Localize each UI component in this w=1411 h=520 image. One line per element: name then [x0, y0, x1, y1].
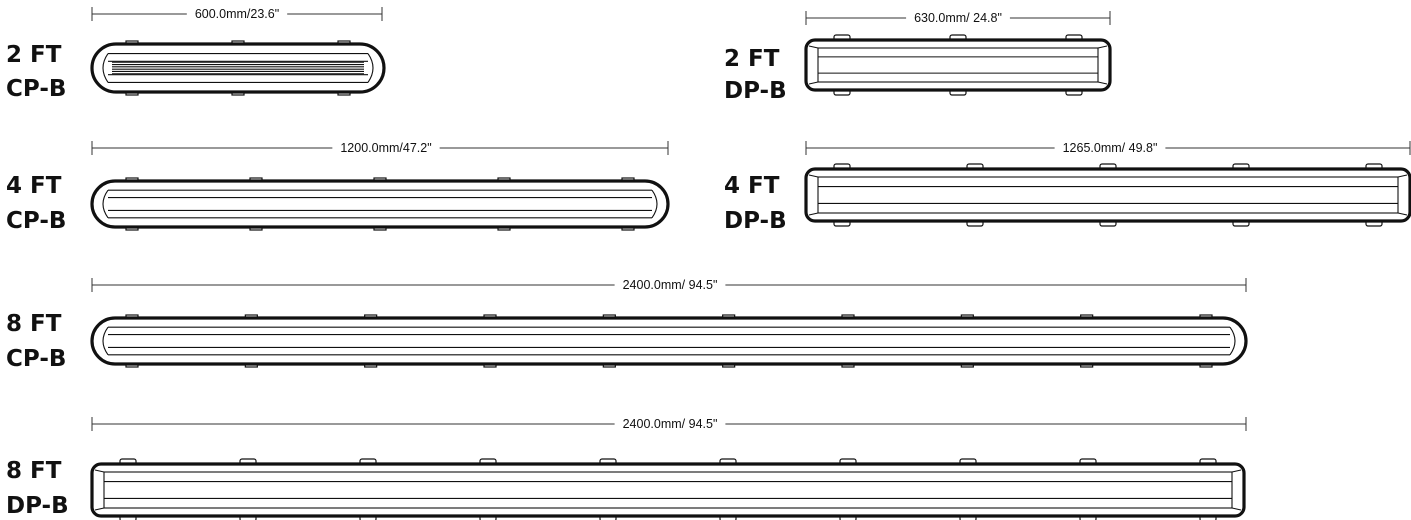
- lens-frame: [817, 47, 1099, 83]
- dimension-line: [805, 11, 1111, 25]
- lens-frame: [103, 471, 1233, 509]
- fixture-8ft-cp-b: 8 FT CP-B 2400.0mm/ 94.5": [6, 278, 1248, 372]
- fixture-housing: [90, 462, 1246, 518]
- lens-frame: [817, 176, 1399, 214]
- end-cap-right: [1097, 81, 1108, 85]
- fixture-4ft-dp-b: 4 FT DP-B 1265.0mm/ 49.8": [724, 141, 1411, 234]
- dimension-label: 2400.0mm/ 94.5": [623, 417, 718, 431]
- dimension-line: [91, 278, 1247, 292]
- end-cap-right: [367, 53, 374, 83]
- dimension-label: 1200.0mm/47.2": [340, 141, 431, 155]
- fixture-size-label: 8 FT: [6, 311, 62, 337]
- dimension-label: 2400.0mm/ 94.5": [623, 278, 718, 292]
- fixture-drawing: [90, 314, 1248, 368]
- dimension-label: 630.0mm/ 24.8": [914, 11, 1002, 25]
- fixture-model-label: CP-B: [6, 208, 66, 234]
- fixture-drawing: [804, 34, 1112, 96]
- fixture-8ft-dp-b: 8 FT DP-B 2400.0mm/ 94.5": [6, 417, 1247, 520]
- fixture-model-label: CP-B: [6, 76, 66, 102]
- end-cap-right: [1097, 45, 1108, 49]
- fixture-drawing: [90, 40, 386, 96]
- fixture-size-label: 4 FT: [724, 173, 780, 199]
- end-cap-right: [1397, 174, 1408, 178]
- fixture-drawing: [90, 458, 1246, 520]
- fixture-size-label: 4 FT: [6, 173, 62, 199]
- dimension-line: [91, 141, 669, 155]
- fixture-model-label: DP-B: [6, 493, 69, 519]
- fixture-model-label: CP-B: [6, 346, 66, 372]
- fixture-2ft-dp-b: 2 FT DP-B 630.0mm/ 24.8": [724, 11, 1112, 104]
- fixture-housing: [90, 179, 670, 229]
- end-cap-left: [808, 212, 819, 216]
- fixture-drawing: [90, 177, 670, 231]
- end-cap-left: [102, 326, 109, 356]
- end-cap-left: [808, 45, 819, 49]
- dimension-line: [91, 7, 383, 21]
- dimension-label: 600.0mm/23.6": [195, 7, 279, 21]
- fixture-model-label: DP-B: [724, 208, 787, 234]
- end-cap-right: [1231, 469, 1242, 473]
- fixture-size-label: 2 FT: [724, 46, 780, 72]
- dimension-line: [91, 417, 1247, 431]
- fixture-drawing: [804, 163, 1411, 227]
- fixture-model-label: DP-B: [724, 78, 787, 104]
- end-cap-left: [808, 174, 819, 178]
- fixture-size-label: 8 FT: [6, 458, 62, 484]
- dimension-line: [805, 141, 1411, 155]
- end-cap-left: [94, 469, 105, 473]
- fixture-housing: [804, 38, 1112, 92]
- end-cap-right: [651, 189, 658, 219]
- fixture-housing: [90, 42, 386, 94]
- end-cap-right: [1229, 326, 1236, 356]
- dimension-label: 1265.0mm/ 49.8": [1063, 141, 1158, 155]
- end-cap-left: [102, 189, 109, 219]
- fixture-size-label: 2 FT: [6, 42, 62, 68]
- end-cap-left: [808, 81, 819, 85]
- fixture-4ft-cp-b: 4 FT CP-B 1200.0mm/47.2": [6, 141, 670, 234]
- fixture-housing: [90, 316, 1248, 366]
- end-cap-right: [1231, 507, 1242, 511]
- fixture-2ft-cp-b: 2 FT CP-B 600.0mm/23.6": [6, 7, 386, 102]
- end-cap-left: [102, 53, 109, 83]
- fixture-housing: [804, 167, 1411, 223]
- end-cap-left: [94, 507, 105, 511]
- end-cap-right: [1397, 212, 1408, 216]
